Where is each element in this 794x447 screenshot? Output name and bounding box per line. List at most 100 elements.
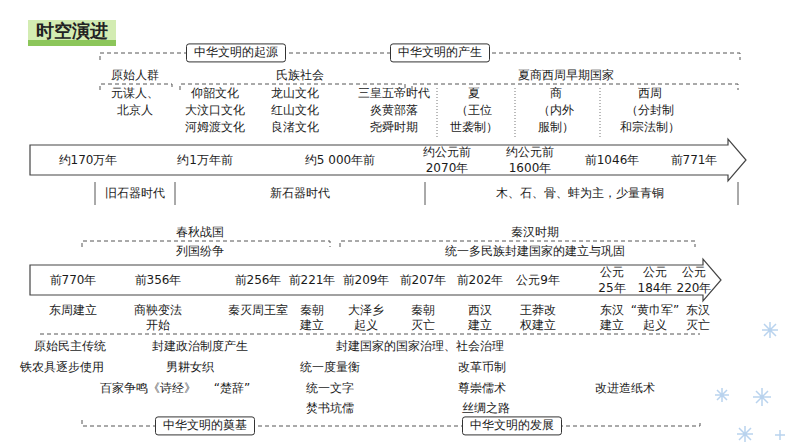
timeline-text: 封建政治制度产生 bbox=[152, 340, 248, 352]
timeline-text: 前770年 bbox=[50, 274, 97, 286]
era-label: 中华文明的起源 bbox=[194, 46, 278, 59]
timeline-text: 1600年 bbox=[509, 162, 552, 174]
timeline-text: 公元 bbox=[600, 266, 624, 278]
timeline-text: 秦朝 bbox=[300, 304, 324, 316]
timeline-text: 尊崇儒术 bbox=[458, 382, 506, 394]
timeline-text: 灭亡 bbox=[411, 319, 435, 331]
timeline-text: 夏 bbox=[468, 87, 480, 99]
timeline-text: 铁农具逐步使用 bbox=[20, 361, 104, 373]
timeline-text: 公元 bbox=[682, 266, 706, 278]
divider bbox=[40, 334, 700, 335]
timeline-text: 红山文化 bbox=[271, 104, 319, 116]
timeline-text: （王位 bbox=[456, 104, 492, 116]
timeline-text: 统一多民族封建国家的建立与巩固 bbox=[445, 245, 625, 257]
timeline-text: 仰韶文化 bbox=[191, 87, 239, 99]
timeline-arrow bbox=[30, 139, 746, 181]
title-stripe bbox=[28, 40, 116, 46]
timeline-text: 220年 bbox=[677, 282, 712, 294]
title-bar bbox=[28, 20, 116, 46]
timeline-text: 原始人群 bbox=[111, 69, 159, 81]
timeline-text: 木、石、骨、蚌为主，少量青铜 bbox=[496, 187, 664, 199]
timeline-text: 炎黄部落 bbox=[370, 104, 418, 116]
separator bbox=[515, 88, 516, 138]
timeline-text: 改革币制 bbox=[458, 361, 506, 373]
timeline-text: 原始民主传统 bbox=[34, 340, 106, 352]
timeline-text: 灭亡 bbox=[686, 319, 710, 331]
timeline-text: 西汉 bbox=[468, 304, 492, 316]
timeline-text: 前256年 bbox=[235, 274, 282, 286]
separator bbox=[437, 88, 438, 138]
era-box: 中华文明的起源 bbox=[186, 43, 286, 62]
timeline-text: 公元 bbox=[643, 266, 667, 278]
timeline-text: 25年 bbox=[598, 282, 625, 294]
timeline-text: 北京人 bbox=[117, 104, 153, 116]
timeline-text: 大泽乡 bbox=[348, 304, 384, 316]
timeline-text: 世袭制） bbox=[450, 121, 498, 133]
timeline-text: 约公元前 bbox=[506, 146, 554, 158]
timeline-text: 秦汉时期 bbox=[511, 226, 559, 238]
cell-line bbox=[95, 182, 96, 205]
snowflakes bbox=[715, 322, 785, 442]
timeline-text: “楚辞” bbox=[214, 382, 250, 394]
timeline-text: 元谋人、 bbox=[111, 87, 159, 99]
timeline-text: 商 bbox=[550, 87, 562, 99]
timeline-text: 尧舜时期 bbox=[370, 121, 418, 133]
period-bracket bbox=[412, 84, 738, 90]
timeline-text: 前207年 bbox=[400, 274, 447, 286]
timeline-text: 服制） bbox=[538, 121, 574, 133]
timeline-text: 良渚文化 bbox=[271, 121, 319, 133]
timeline-text: 东汉 bbox=[686, 304, 710, 316]
timeline-text: 统一度量衡 bbox=[300, 361, 360, 373]
timeline-text: 旧石器时代 bbox=[105, 187, 165, 199]
timeline-text: 前202年 bbox=[457, 274, 504, 286]
timeline-text: 西周 bbox=[638, 87, 662, 99]
era-label: 中华文明的奠基 bbox=[163, 419, 247, 432]
cell-line bbox=[425, 182, 426, 205]
timeline-text: 前771年 bbox=[671, 154, 718, 166]
separator bbox=[600, 88, 601, 138]
timeline-text: 男耕女织 bbox=[166, 361, 214, 373]
timeline-text: 东汉 bbox=[600, 304, 624, 316]
timeline-text: “黄巾军” bbox=[631, 304, 679, 316]
timeline-text: 前1046年 bbox=[585, 154, 640, 166]
timeline-text: 百家争鸣 bbox=[100, 382, 148, 394]
timeline-arrow bbox=[30, 259, 721, 301]
timeline-text: 约170万年 bbox=[59, 154, 118, 166]
timeline-text: 列国纷争 bbox=[176, 245, 224, 257]
timeline-text: 王莽改 bbox=[520, 304, 556, 316]
timeline-text: 大汶口文化 bbox=[185, 104, 245, 116]
timeline-text: 焚书坑儒 bbox=[306, 402, 354, 414]
timeline-text: 前356年 bbox=[135, 274, 182, 286]
timeline-text: 和宗法制） bbox=[620, 121, 680, 133]
timeline-text: 约公元前 bbox=[423, 146, 471, 158]
timeline-text: 起义 bbox=[354, 319, 378, 331]
timeline-text: 氏族社会 bbox=[276, 69, 324, 81]
timeline-text: （分封制 bbox=[626, 104, 674, 116]
timeline-text: 封建国家的国家治理、社会治理 bbox=[336, 340, 504, 352]
timeline-text: 建立 bbox=[300, 319, 324, 331]
timeline-text: 起义 bbox=[643, 319, 667, 331]
timeline-text: 建立 bbox=[600, 319, 624, 331]
timeline-text: 商鞅变法 bbox=[134, 304, 182, 316]
timeline-text: 龙山文化 bbox=[271, 87, 319, 99]
era-label: 中华文明的产生 bbox=[398, 46, 482, 59]
timeline-text: 184年 bbox=[638, 282, 673, 294]
era-box: 中华文明的发展 bbox=[462, 416, 562, 435]
era-box: 中华文明的产生 bbox=[390, 43, 490, 62]
timeline-text: 丝绸之路 bbox=[462, 402, 510, 414]
timeline-text: 新石器时代 bbox=[270, 187, 330, 199]
timeline-text: 2070年 bbox=[426, 162, 469, 174]
timeline-text: 前209年 bbox=[343, 274, 390, 286]
timeline-text: 统一文字 bbox=[306, 382, 354, 394]
cell-line bbox=[738, 182, 739, 205]
era-label: 中华文明的发展 bbox=[470, 419, 554, 432]
timeline-text: 前221年 bbox=[289, 274, 336, 286]
timeline-text: 约1万年前 bbox=[177, 154, 233, 166]
era-box: 中华文明的奠基 bbox=[155, 416, 255, 435]
timeline-text: 东周建立 bbox=[49, 304, 97, 316]
timeline-text: 公元9年 bbox=[516, 274, 560, 286]
timeline-text: 权建立 bbox=[520, 319, 556, 331]
title: 时空演进 bbox=[36, 22, 108, 40]
timeline-text: 秦灭周王室 bbox=[228, 304, 288, 316]
